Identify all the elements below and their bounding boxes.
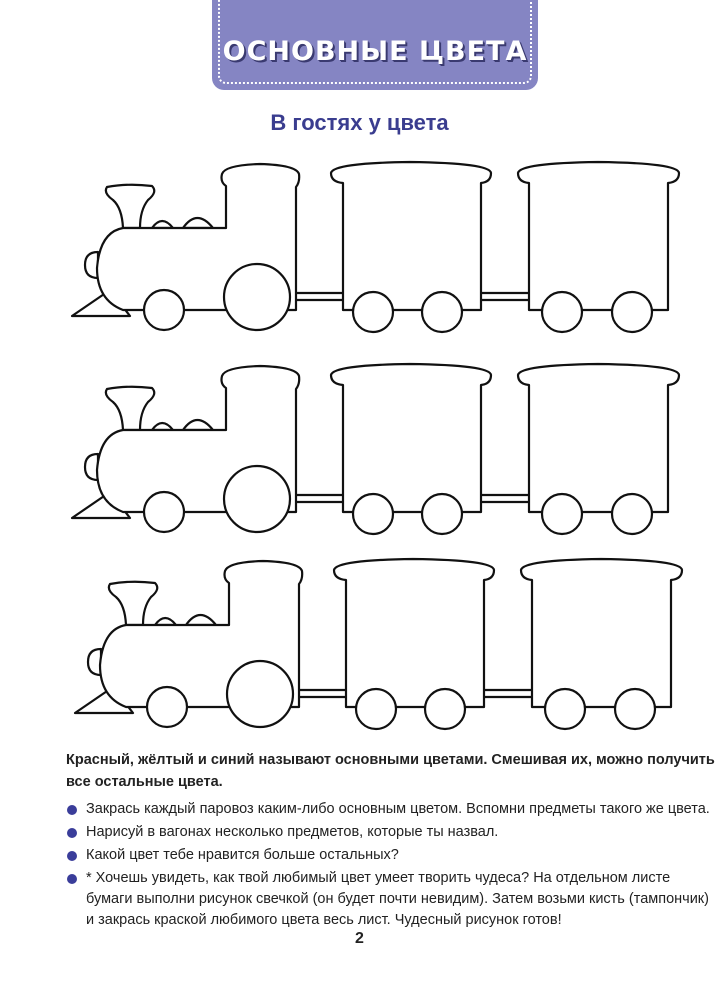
train-row-1 bbox=[70, 160, 681, 334]
section-banner: ОСНОВНЫЕ ЦВЕТА bbox=[212, 0, 538, 90]
page-subtitle: В гостях у цвета bbox=[270, 110, 449, 135]
banner-dotted-border bbox=[218, 0, 532, 84]
intro-text: Красный, жёлтый и синий называют основны… bbox=[66, 752, 715, 790]
bullet-icon bbox=[67, 851, 77, 861]
task-text: * Хочешь увидеть, как твой любимый цвет … bbox=[86, 870, 709, 928]
bullet-icon bbox=[67, 874, 77, 884]
task-text: Закрась каждый паровоз каким-либо основн… bbox=[86, 801, 710, 817]
page-number: 2 bbox=[355, 930, 364, 947]
section-title: ОСНОВНЫЕ ЦВЕТА bbox=[222, 36, 528, 67]
train-row-2 bbox=[70, 362, 681, 536]
task-list: Закрась каждый паровоз каким-либо основн… bbox=[66, 799, 716, 931]
list-item: Нарисуй в вагонах несколько предметов, к… bbox=[66, 822, 716, 843]
train-coloring-illustration bbox=[70, 160, 684, 731]
list-item: Какой цвет тебе нравится больше остальны… bbox=[66, 845, 716, 866]
task-text: Какой цвет тебе нравится больше остальны… bbox=[86, 847, 399, 863]
list-item: * Хочешь увидеть, как твой любимый цвет … bbox=[66, 868, 716, 931]
task-text: Нарисуй в вагонах несколько предметов, к… bbox=[86, 824, 499, 840]
list-item: Закрась каждый паровоз каким-либо основн… bbox=[66, 799, 716, 820]
bullet-icon bbox=[67, 805, 77, 815]
train-row-3 bbox=[73, 557, 684, 731]
bullet-icon bbox=[67, 828, 77, 838]
instructions: Красный, жёлтый и синий называют основны… bbox=[66, 749, 716, 933]
